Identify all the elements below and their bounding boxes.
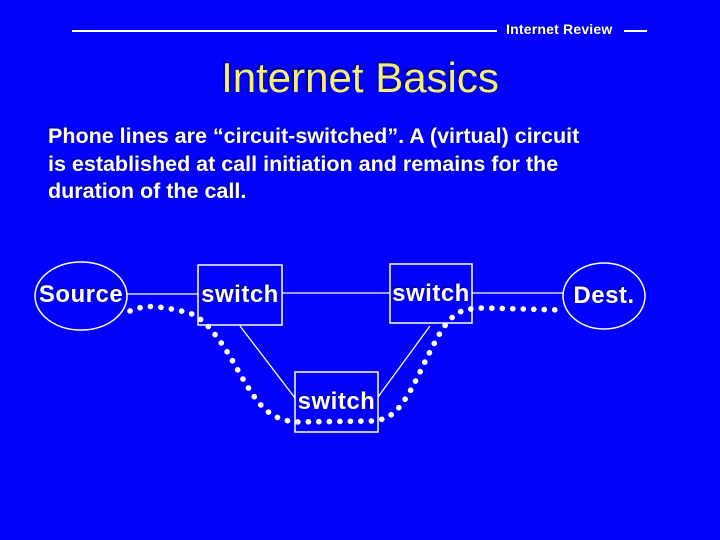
dest-ellipse xyxy=(562,262,646,330)
dotted-circuit-path xyxy=(127,303,565,425)
body-line: Phone lines are “circuit-switched”. A (v… xyxy=(48,124,580,148)
header-label: Internet Review xyxy=(506,21,613,37)
switch2-rect xyxy=(389,263,473,324)
body-line: is established at call initiation and re… xyxy=(48,151,559,176)
switch3-rect xyxy=(294,371,379,433)
link-switch1-switch3 xyxy=(239,325,296,399)
body-paragraph: Phone lines are “circuit-switched”. A (v… xyxy=(48,123,668,206)
body-line: duration of the call. xyxy=(48,179,247,203)
source-ellipse xyxy=(34,261,128,331)
slide-title: Internet Basics xyxy=(221,54,499,101)
header-rule-right xyxy=(624,30,647,32)
switch1-rect xyxy=(197,264,283,326)
header-rule-left xyxy=(72,30,497,32)
link-switch2-switch3 xyxy=(377,325,431,398)
